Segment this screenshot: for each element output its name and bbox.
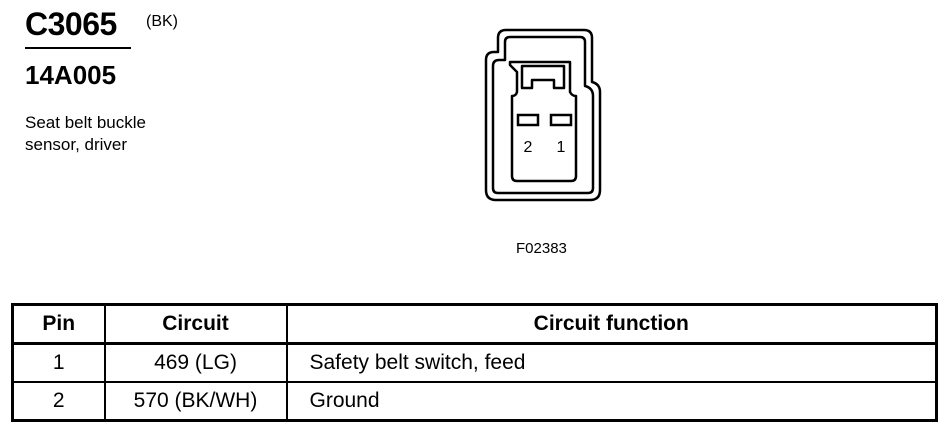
connector-color: (BK)	[146, 13, 178, 30]
header-pin: Pin	[11, 303, 106, 345]
pin-table: Pin Circuit Circuit function 1 469 (LG) …	[11, 303, 938, 422]
cell-circuit: 570 (BK/WH)	[103, 381, 288, 422]
terminal-cavity-1	[549, 113, 573, 127]
connector-face-drawing: 2 1	[484, 28, 602, 202]
latch-recess	[508, 60, 578, 183]
housing-outer-outline	[484, 28, 602, 202]
table-row: 2 570 (BK/WH) Ground	[11, 381, 938, 422]
housing-inner-outline	[491, 35, 595, 195]
part-number: 14A005	[25, 60, 117, 90]
pin-label-2: 2	[524, 139, 533, 156]
description-line-2: sensor, driver	[25, 135, 128, 154]
cell-function: Safety belt switch, feed	[285, 342, 938, 383]
cell-function: Ground	[285, 381, 938, 422]
header-rule	[25, 47, 131, 49]
connector-description: Seat belt buckle sensor, driver	[25, 112, 225, 156]
figure-code: F02383	[516, 240, 567, 257]
cell-pin: 1	[11, 342, 106, 383]
header-circuit: Circuit	[103, 303, 288, 345]
cell-circuit: 469 (LG)	[103, 342, 288, 383]
connector-id: C3065	[25, 6, 117, 42]
cell-pin: 2	[11, 381, 106, 422]
table-header-row: Pin Circuit Circuit function	[11, 303, 938, 345]
latch-tab	[520, 64, 566, 90]
table-row: 1 469 (LG) Safety belt switch, feed	[11, 342, 938, 383]
pin-label-1: 1	[557, 139, 566, 156]
description-line-1: Seat belt buckle	[25, 113, 146, 132]
terminal-cavity-2	[516, 113, 540, 127]
header-circuit-function: Circuit function	[285, 303, 938, 345]
